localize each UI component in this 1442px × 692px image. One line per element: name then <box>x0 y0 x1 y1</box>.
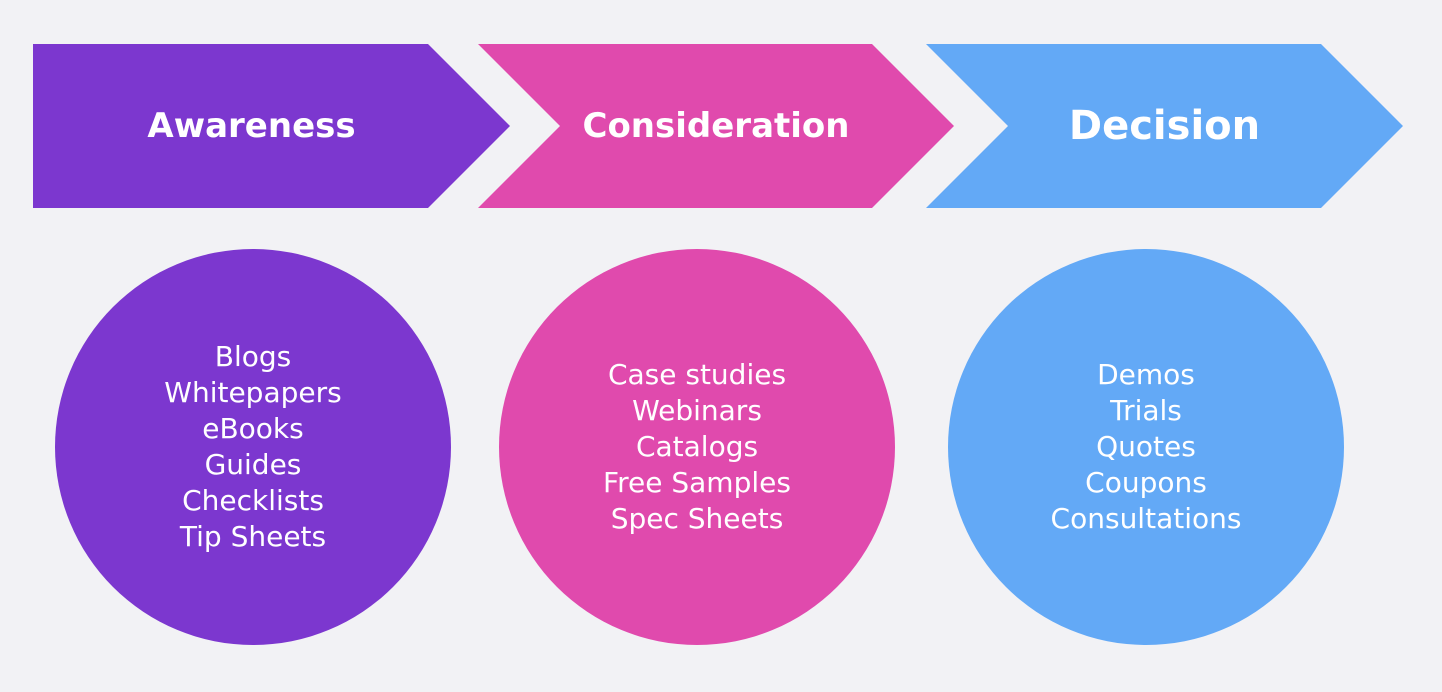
list-item-checklists: Checklists <box>182 484 324 517</box>
list-item-coupons: Coupons <box>1085 466 1207 499</box>
stage-title-decision: Decision <box>1068 103 1261 149</box>
list-item-spec-sheets: Spec Sheets <box>610 502 784 535</box>
stage-title-consideration: Consideration <box>582 106 850 146</box>
decision-content-list: Demos Trials Quotes Coupons Consultation… <box>1051 357 1242 537</box>
list-item-demos: Demos <box>1097 358 1195 391</box>
list-item-blogs: Blogs <box>214 340 292 373</box>
list-item-catalogs: Catalogs <box>635 430 759 463</box>
list-item-case-studies: Case studies <box>607 358 787 391</box>
list-item-ebooks: eBooks <box>202 412 304 445</box>
list-item-consultations: Consultations <box>1050 502 1242 535</box>
list-item-webinars: Webinars <box>632 394 762 427</box>
stage-title-awareness: Awareness <box>147 106 356 146</box>
list-item-guides: Guides <box>204 448 302 481</box>
consideration-content-circle: Case studies Webinars Catalogs Free Samp… <box>499 249 895 645</box>
consideration-content-list: Case studies Webinars Catalogs Free Samp… <box>603 357 791 537</box>
awareness-content-list: Blogs Whitepapers eBooks Guides Checklis… <box>164 339 341 555</box>
list-item-tip-sheets: Tip Sheets <box>179 520 327 553</box>
awareness-content-circle: Blogs Whitepapers eBooks Guides Checklis… <box>55 249 451 645</box>
awareness-stage-arrow: Awareness <box>33 44 510 208</box>
decision-stage-arrow: Decision <box>926 44 1403 208</box>
list-item-free-samples: Free Samples <box>603 466 791 499</box>
decision-content-circle: Demos Trials Quotes Coupons Consultation… <box>948 249 1344 645</box>
list-item-trials: Trials <box>1110 394 1182 427</box>
list-item-whitepapers: Whitepapers <box>164 376 342 409</box>
consideration-stage-arrow: Consideration <box>478 44 954 208</box>
list-item-quotes: Quotes <box>1096 430 1196 463</box>
